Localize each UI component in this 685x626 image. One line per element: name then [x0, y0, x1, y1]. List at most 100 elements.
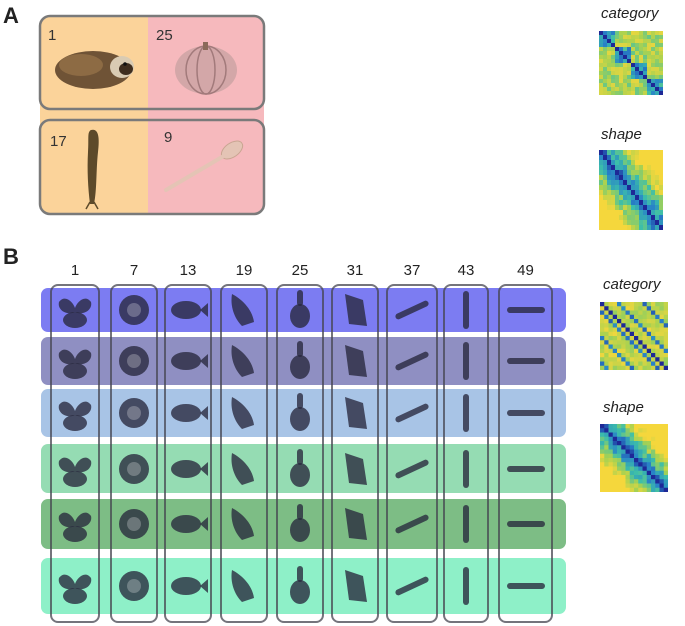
- matrix-cell: [600, 310, 605, 316]
- matrix-cell: [663, 449, 668, 455]
- matrix-cell: [663, 314, 668, 320]
- matrix-cell: [621, 445, 626, 450]
- matrix-cell: [647, 150, 652, 156]
- matrix-cell: [607, 170, 612, 176]
- matrix-cell: [627, 180, 632, 186]
- matrix-cell: [663, 357, 668, 362]
- matrix-cell: [655, 424, 660, 429]
- matrix-cell: [608, 453, 614, 459]
- matrix-cell: [621, 436, 626, 442]
- matrix-cell: [599, 87, 604, 92]
- matrix-cell: [655, 483, 660, 489]
- matrix-cell: [659, 424, 665, 429]
- matrix-cell: [651, 323, 656, 328]
- matrix-cell: [635, 63, 640, 68]
- matrix-cell: [651, 195, 656, 201]
- broccoli-icon: [58, 401, 92, 431]
- matrix-cell: [611, 39, 616, 44]
- column-number-31: 31: [346, 262, 364, 279]
- matrix-cell: [600, 327, 605, 333]
- matrix-cell: [655, 39, 660, 44]
- matrix-cell: [619, 43, 624, 48]
- matrix-cell: [617, 361, 622, 367]
- matrix-cell: [643, 195, 648, 201]
- matrix-cell: [600, 302, 605, 307]
- screwdriver-icon: [463, 567, 469, 605]
- matrix-cell: [612, 487, 618, 492]
- matrix-cell: [623, 67, 628, 72]
- matrix-cell: [621, 302, 626, 307]
- matrix-cell: [631, 87, 636, 92]
- baseball-bat-icon: [463, 505, 469, 543]
- matrix-cell: [655, 63, 660, 68]
- matrix-cell: [629, 336, 635, 341]
- matrix-cell: [619, 87, 624, 92]
- matrix-cell: [615, 63, 620, 68]
- matrix-cell: [647, 91, 652, 95]
- hammer-icon: [395, 576, 429, 596]
- matrix-cell: [600, 462, 605, 467]
- matrix-cell: [612, 348, 618, 354]
- butterfly-icon: [58, 298, 92, 328]
- matrix-cell: [621, 424, 626, 429]
- matrix-cell: [603, 79, 608, 84]
- matrix-cell: [627, 220, 632, 226]
- chili-icon: [231, 397, 254, 429]
- matrix-cell: [600, 449, 605, 455]
- rock-shard-icon: [231, 345, 254, 377]
- matrix-cell: [611, 71, 616, 76]
- matrix-cell: [634, 361, 639, 367]
- matrix-cell: [634, 353, 639, 358]
- matrix-cell: [642, 428, 648, 433]
- matrix-cell: [615, 185, 620, 191]
- matrix-cell: [646, 323, 652, 328]
- matrix-cell: [603, 225, 608, 230]
- matrix-cell: [651, 180, 656, 186]
- matrix-cell: [611, 225, 616, 230]
- matrix-cell: [651, 449, 656, 455]
- matrix-cell: [631, 175, 636, 181]
- accordion-icon: [58, 457, 92, 487]
- matrix-cell: [663, 331, 668, 337]
- matrix-cell: [659, 47, 663, 52]
- matrix-cell: [642, 348, 648, 354]
- matrix-cell: [607, 175, 612, 181]
- matrix-cell: [625, 449, 631, 455]
- matrix-cell: [634, 348, 639, 354]
- matrix-cell: [608, 327, 614, 333]
- matrix-cell: [619, 185, 624, 191]
- matrix-cell: [659, 195, 663, 201]
- matrix-cell: [651, 479, 656, 484]
- matrix-cell: [615, 59, 620, 64]
- matrix-cell: [611, 150, 616, 156]
- matrix-cell: [647, 190, 652, 196]
- matrix-cell: [600, 348, 605, 354]
- matrix-cell: [655, 487, 660, 492]
- matrix-cell: [615, 205, 620, 211]
- matrix-cell: [631, 160, 636, 166]
- rabbit-icon: [290, 290, 310, 328]
- matrix-cell: [643, 170, 648, 176]
- matrix-cell: [635, 200, 640, 206]
- matrix-cell: [643, 215, 648, 221]
- matrix-cell: [627, 185, 632, 191]
- matrix-cell: [655, 71, 660, 76]
- football-icon: [171, 515, 208, 533]
- matrix-cell: [631, 55, 636, 60]
- matrix-cell: [651, 353, 656, 358]
- matrix-cell: [619, 83, 624, 88]
- matrix-cell: [651, 43, 656, 48]
- matrix-cell: [617, 331, 622, 337]
- matrix-cell: [621, 365, 626, 370]
- eel-icon: [506, 307, 545, 313]
- matrix-cell: [659, 458, 665, 463]
- shape-column-frame-49: [498, 284, 553, 623]
- matrix-cell: [651, 319, 656, 324]
- matrix-cell: [638, 458, 643, 463]
- matrix-cell: [600, 466, 605, 472]
- matrix-cell: [625, 319, 631, 324]
- column-number-25: 25: [291, 262, 309, 279]
- matrix-cell: [634, 336, 639, 341]
- matrix-cell: [651, 428, 656, 433]
- matrix-cell: [599, 31, 604, 36]
